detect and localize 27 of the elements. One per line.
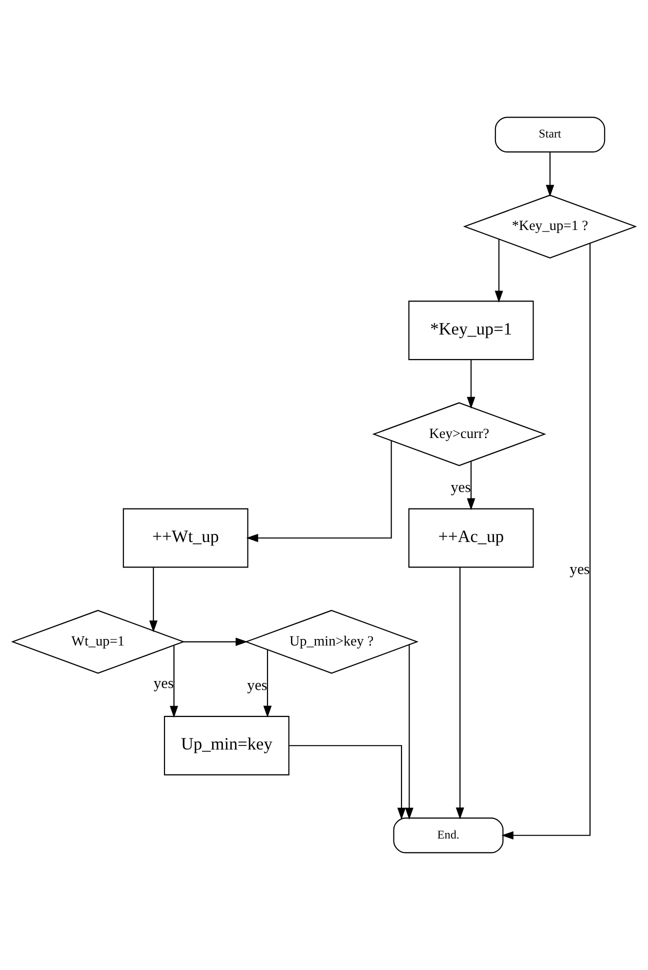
arrow [170,646,178,718]
node-box: End. [393,818,504,854]
node-box: Start [494,116,606,152]
arrow [494,239,504,303]
edge-label: yes [570,562,590,578]
node-diamond: *Key_up=1 ? [463,194,637,258]
node-diamond: Wt_up=1 [11,610,185,674]
arrow [456,567,464,820]
arrow [466,360,476,409]
arrow [246,440,392,542]
node-diamond: Up_min>key ? [244,610,419,674]
arrow [149,567,158,632]
node-box: ++Wt_up [122,508,248,568]
node-box: *Key_up=1 [408,300,534,360]
node-box: ++Ac_up [408,508,534,568]
node-box: Up_min=key [164,716,290,776]
arrow [502,243,591,840]
arrow [289,745,406,820]
arrow [546,152,554,197]
arrow [405,644,414,820]
arrow [184,638,248,646]
edge-label: yes [450,480,471,496]
arrow [263,650,272,718]
edge-label: yes [247,678,268,694]
arrow [466,461,476,510]
edge-label: yes [154,676,174,692]
node-diamond: Key>curr? [372,402,546,466]
